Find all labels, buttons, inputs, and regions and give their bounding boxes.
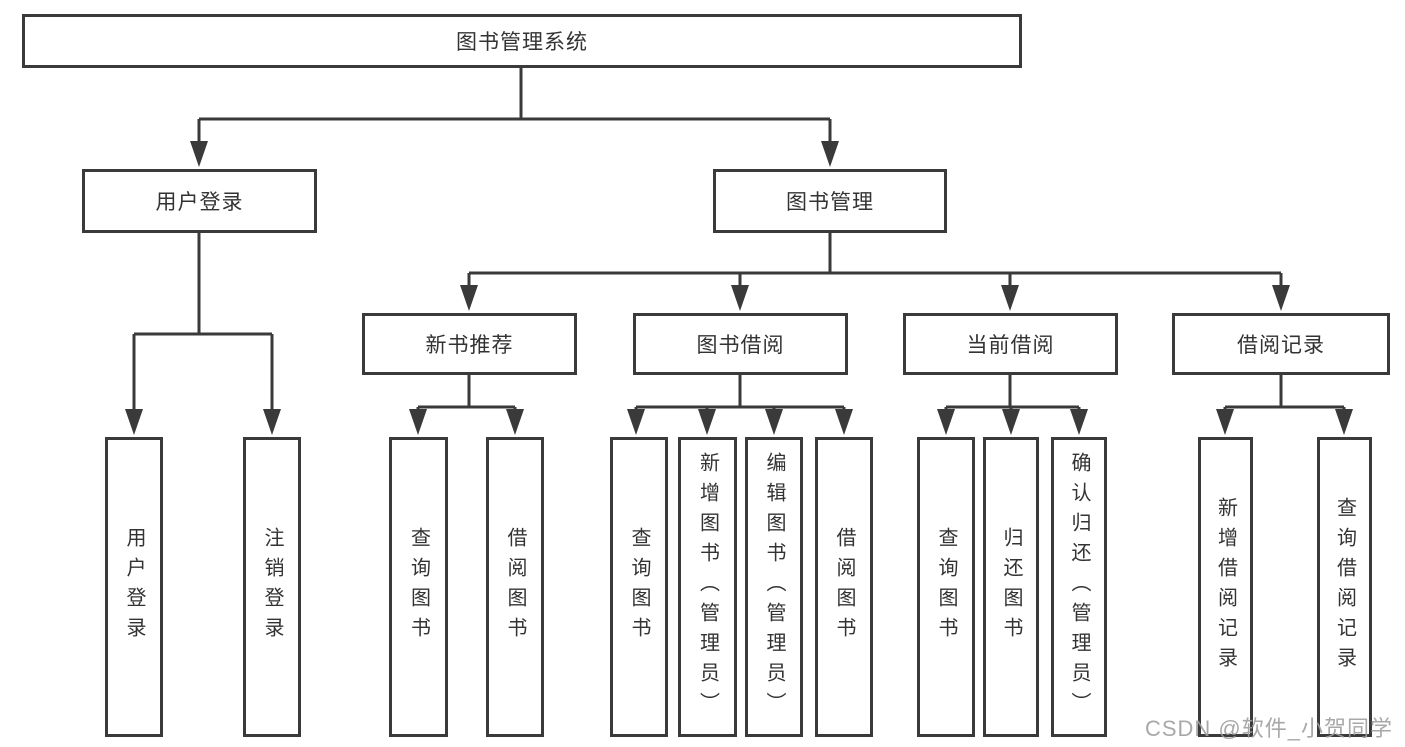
node-book-management: 图书管理 — [713, 169, 947, 233]
node-new-book-recommend: 新书推荐 — [362, 313, 577, 375]
arrowhead — [190, 141, 208, 167]
arrowhead — [698, 409, 716, 435]
leaf-edit-books-admin: 编辑图书（管理员） — [745, 437, 803, 737]
leaf-label: 借阅图书 — [504, 527, 526, 647]
leaf-label: 查询图书 — [935, 527, 957, 647]
edge-userlogin-to-leaves — [132, 233, 274, 431]
node-label: 用户登录 — [155, 191, 244, 214]
leaf-label: 用户登录 — [123, 527, 145, 647]
arrowhead — [1002, 409, 1020, 435]
arrowhead — [409, 409, 427, 435]
leaf-label: 查询借阅记录 — [1333, 497, 1356, 677]
leaf-borrow-books: 借阅图书 — [486, 437, 544, 737]
node-label: 图书借阅 — [696, 334, 785, 357]
edge-current-to-leaves — [944, 375, 1081, 430]
leaf-logout: 注销登录 — [243, 437, 301, 737]
leaf-label: 查询图书 — [407, 527, 430, 647]
arrowhead — [1001, 285, 1019, 311]
leaf-label: 新增图书（管理员） — [696, 452, 719, 722]
leaf-query-borrow-record: 查询借阅记录 — [1317, 437, 1372, 737]
arrowhead — [460, 285, 478, 311]
csdn-watermark: CSDN @软件_小贺同学 — [1144, 716, 1393, 741]
edge-newbook-to-leaves — [416, 375, 517, 430]
leaf-add-borrow-record: 新增借阅记录 — [1198, 437, 1253, 737]
leaf-query-books: 查询图书 — [610, 437, 668, 737]
leaf-borrow-books: 借阅图书 — [815, 437, 873, 737]
leaf-query-books: 查询图书 — [917, 437, 975, 737]
leaf-label: 查询图书 — [628, 527, 650, 647]
leaf-add-books-admin: 新增图书（管理员） — [678, 437, 737, 737]
edge-records-to-leaves — [1223, 375, 1346, 430]
arrowhead — [765, 409, 783, 435]
leaf-label: 借阅图书 — [833, 527, 855, 647]
leaf-label: 确认归还（管理员） — [1068, 452, 1090, 722]
leaf-label: 新增借阅记录 — [1214, 497, 1237, 677]
node-label: 图书管理 — [786, 191, 874, 214]
node-book-borrow: 图书借阅 — [633, 313, 848, 375]
node-label: 借阅记录 — [1237, 334, 1325, 357]
node-label: 图书管理系统 — [456, 31, 588, 54]
edge-root-to-level1 — [197, 68, 832, 163]
arrowhead — [821, 141, 839, 167]
arrowhead — [1216, 409, 1234, 435]
node-label: 当前借阅 — [966, 334, 1055, 357]
node-user-login: 用户登录 — [82, 169, 317, 233]
node-borrow-records: 借阅记录 — [1172, 313, 1390, 375]
leaf-label: 归还图书 — [1000, 527, 1022, 647]
arrowhead — [125, 409, 143, 435]
leaf-label: 注销登录 — [261, 527, 283, 647]
arrowhead — [1070, 409, 1088, 435]
arrowhead — [627, 409, 645, 435]
arrowhead — [263, 409, 281, 435]
arrowhead — [937, 409, 955, 435]
leaf-return-books: 归还图书 — [983, 437, 1039, 737]
arrowhead — [1335, 409, 1353, 435]
leaf-label: 编辑图书（管理员） — [763, 452, 785, 722]
arrowhead — [835, 409, 853, 435]
edge-bookmgmt-to-level2 — [467, 233, 1283, 307]
node-library-management-system: 图书管理系统 — [22, 14, 1022, 68]
edge-borrow-to-leaves — [634, 375, 846, 430]
arrowhead — [731, 285, 749, 311]
leaf-query-books: 查询图书 — [389, 437, 448, 737]
arrowhead — [506, 409, 524, 435]
leaf-user-login: 用户登录 — [105, 437, 163, 737]
arrowhead — [1272, 285, 1290, 311]
node-current-borrow: 当前借阅 — [903, 313, 1118, 375]
node-label: 新书推荐 — [425, 334, 514, 357]
leaf-confirm-return-admin: 确认归还（管理员） — [1051, 437, 1107, 737]
